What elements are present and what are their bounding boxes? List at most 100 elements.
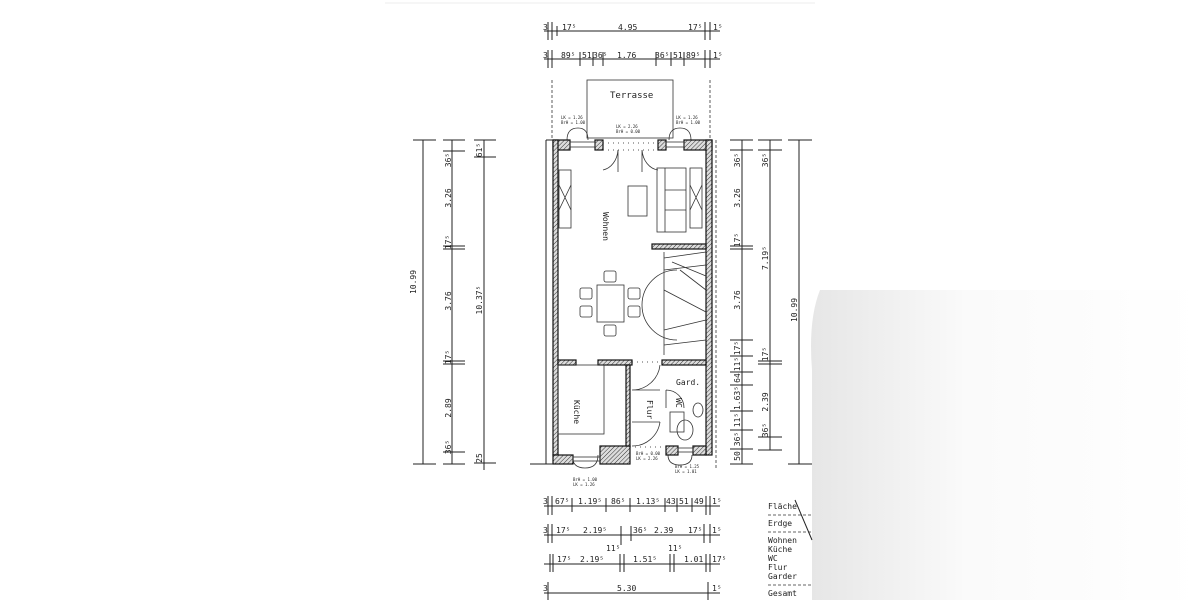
legend-item: Wohnen	[768, 536, 797, 545]
dimension-left: 10.99 36⁵ 3.26 17⁵ 3.76 17⁵ 2.89 36⁵ 61⁵…	[409, 139, 496, 470]
dim-label: 89⁵	[561, 51, 575, 60]
room-wc: WC	[674, 398, 683, 408]
legend-item: WC	[768, 554, 778, 563]
furniture	[557, 167, 707, 441]
window-label: LK = 1.01	[675, 469, 697, 474]
legend-item: Küche	[768, 545, 792, 554]
dimension-top-1: 3 17⁵ 4.95 17⁵ 1⁵	[543, 22, 723, 40]
terrace	[586, 79, 674, 139]
legend-floor: Erdge	[768, 519, 792, 528]
dim-label: 50	[733, 451, 742, 461]
room-wohnen: Wohnen	[601, 212, 610, 241]
dim-label: 3.26	[733, 188, 742, 207]
dimension-bottom-1: 3 67⁵ 1.19⁵ 86⁵ 1.13⁵ 43 51 49 1⁵	[543, 496, 722, 515]
dim-label: 49	[694, 497, 704, 506]
dim-label: 17⁵	[688, 23, 702, 32]
legend-title: Fläche	[768, 502, 797, 511]
dim-label: 1.13⁵	[636, 497, 660, 506]
dim-label: 17⁵	[444, 350, 453, 364]
door	[631, 364, 661, 391]
dim-label: 3.26	[444, 188, 453, 207]
dim-label: 43	[666, 497, 676, 506]
dim-label: 1⁵	[713, 51, 723, 60]
dim-label: 17⁵	[712, 555, 726, 564]
dim-label: 36⁵	[733, 432, 742, 446]
room-flur: Flur	[645, 400, 654, 419]
terrace-label: Terrasse	[610, 91, 653, 101]
dim-label: 2.39	[654, 526, 673, 535]
dim-label: 10.99	[409, 270, 418, 294]
dim-label: 17⁵	[444, 235, 453, 249]
dim-label: 36⁵	[633, 526, 647, 535]
dim-label: 17⁵	[733, 341, 742, 355]
dim-label: 1.51⁵	[633, 555, 657, 564]
dim-label: 17⁵	[557, 555, 571, 564]
dim-label: 61⁵	[475, 143, 484, 157]
window-label: BrH = 1.00	[676, 120, 701, 125]
dim-label: 51	[679, 497, 689, 506]
dim-label: 5.30	[617, 584, 636, 593]
dim-label: 17⁵	[688, 526, 702, 535]
dim-label: 2.89	[444, 398, 453, 417]
window-label: BrH = 1.00	[573, 477, 598, 482]
dim-label: 36⁵	[444, 153, 453, 167]
dim-label: 3	[543, 526, 548, 535]
dim-label: 36⁵	[761, 153, 770, 167]
room-kueche: Küche	[572, 400, 581, 424]
legend-item: Garder	[768, 572, 797, 581]
dim-label: 11⁵	[668, 544, 682, 553]
terrace-door	[602, 149, 659, 172]
dim-label: 36⁵	[733, 153, 742, 167]
wc-door	[665, 389, 685, 409]
dim-label: 86⁵	[611, 497, 625, 506]
dim-label: 3	[543, 584, 548, 593]
dim-label: 2.19⁵	[583, 526, 607, 535]
dim-label: 36⁵	[444, 440, 453, 454]
window-label: LK = 2.26	[636, 456, 658, 461]
area-legend: Fläche Erdge Wohnen Küche WC Flur Garder…	[768, 499, 813, 598]
window-label: BrH = 1.25	[675, 464, 700, 469]
window-label: LK = 2.26	[616, 124, 638, 129]
dim-label: 11⁵	[733, 413, 742, 427]
dim-label: 3	[543, 497, 548, 506]
dim-label: 1⁵	[712, 584, 722, 593]
dim-label: 2.39	[761, 392, 770, 411]
dim-label: 3.76	[733, 290, 742, 309]
dimension-bottom-3: 11⁵ 11⁵ 17⁵ 2.19⁵ 1.51⁵ 1.01 17⁵	[544, 544, 726, 572]
dim-label: 10.99	[790, 298, 799, 322]
dim-label: 17⁵	[562, 23, 576, 32]
dim-label: 1.76	[617, 51, 636, 60]
window-label: LK = 1.26	[573, 482, 595, 487]
dimension-bottom-4: 3 5.30 1⁵	[543, 582, 722, 600]
dim-label: 17⁵	[556, 526, 570, 535]
dim-label: 51	[582, 51, 592, 60]
entrance-door	[631, 421, 661, 447]
dim-label: 11⁵	[733, 357, 742, 371]
dim-label: 10.37⁵	[475, 286, 484, 315]
dim-label: 1⁵	[712, 526, 722, 535]
dim-label: 4.95	[618, 23, 637, 32]
dim-label: 17⁵	[761, 347, 770, 361]
dim-label: 3.76	[444, 291, 453, 310]
dim-label: 25	[475, 453, 484, 463]
legend-total: Gesamt	[768, 589, 797, 598]
dimension-top-2: 3 89⁵ 51 36⁵ 1.76 36⁵ 51 89⁵ 1⁵	[543, 50, 723, 68]
dim-label: 3	[543, 51, 548, 60]
dim-label: 1.19⁵	[578, 497, 602, 506]
page-curl	[811, 290, 1200, 600]
dim-label: 89⁵	[686, 51, 700, 60]
window-label: LK = 1.26	[561, 115, 583, 120]
dim-label: 17⁵	[733, 233, 742, 247]
legend-item: Flur	[768, 563, 787, 572]
window-label: BrH = 0.00	[616, 129, 641, 134]
dim-label: 51	[673, 51, 683, 60]
walls	[552, 139, 713, 465]
dim-label: 11⁵	[606, 544, 620, 553]
dim-label: 1⁵	[713, 23, 723, 32]
window-label: BrH = 0.00	[636, 451, 661, 456]
dim-label: 36⁵	[761, 423, 770, 437]
dimension-bottom-2: 3 17⁵ 2.19⁵ 36⁵ 2.39 17⁵ 1⁵	[543, 524, 722, 545]
dim-label: 3	[543, 23, 548, 32]
